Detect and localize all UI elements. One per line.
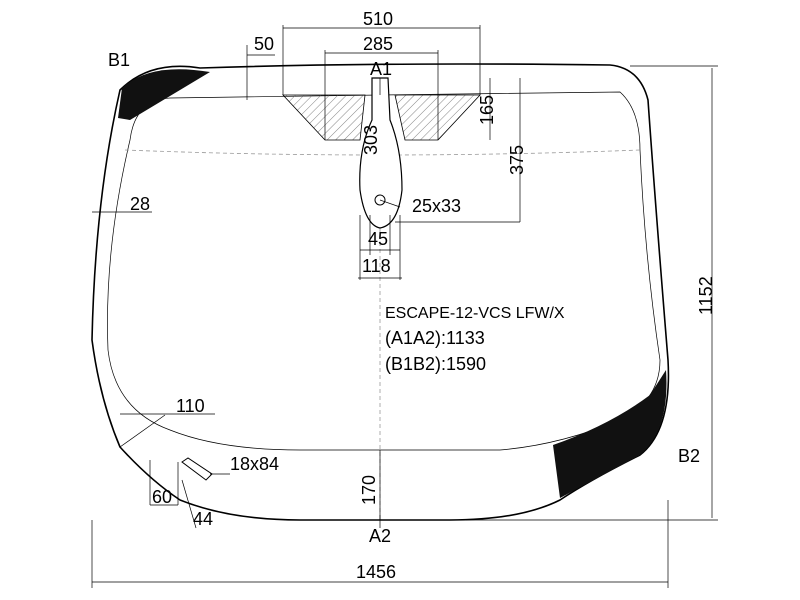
dim-hole: 25x33 [412, 196, 461, 216]
sensor-area-left [282, 94, 366, 141]
dim-top-width: 510 [363, 9, 393, 29]
label-b2: B2 [678, 446, 700, 466]
mirror-bracket [359, 77, 403, 229]
dim-band-offset: 50 [254, 34, 274, 54]
diagonal-a: (A1A2):1133 [385, 328, 485, 348]
dim-inner-width: 285 [363, 34, 393, 54]
dim-bracket-width: 118 [362, 256, 391, 276]
corner-fill-bottom-right [553, 370, 667, 498]
model-code: ESCAPE-12-VCS LFW/X [385, 305, 565, 322]
label-b1: B1 [108, 50, 130, 70]
dim-vin-60: 60 [152, 487, 172, 507]
dim-bottom-band: 170 [359, 475, 379, 505]
corner-fill-top-left [118, 69, 210, 120]
dim-total-width: 1456 [356, 562, 396, 582]
dim-vin-window: 18x84 [230, 454, 279, 474]
diagonal-b: (B1B2):1590 [385, 354, 486, 374]
label-a1: A1 [370, 59, 392, 79]
dim-total-height: 1152 [696, 276, 716, 315]
sensor-area-right [394, 94, 481, 141]
dim-bracket-height: 303 [361, 125, 381, 155]
dim-vin-44: 44 [193, 509, 213, 529]
dim-neck-width: 45 [368, 229, 388, 249]
vin-window [181, 457, 213, 481]
dim-side-band: 28 [130, 194, 150, 214]
shade-band-line [124, 149, 641, 156]
dim-corner: 110 [176, 396, 205, 416]
dim-sensor-165: 165 [477, 95, 497, 125]
label-a2: A2 [369, 526, 391, 546]
dim-sensor-375: 375 [507, 145, 527, 175]
